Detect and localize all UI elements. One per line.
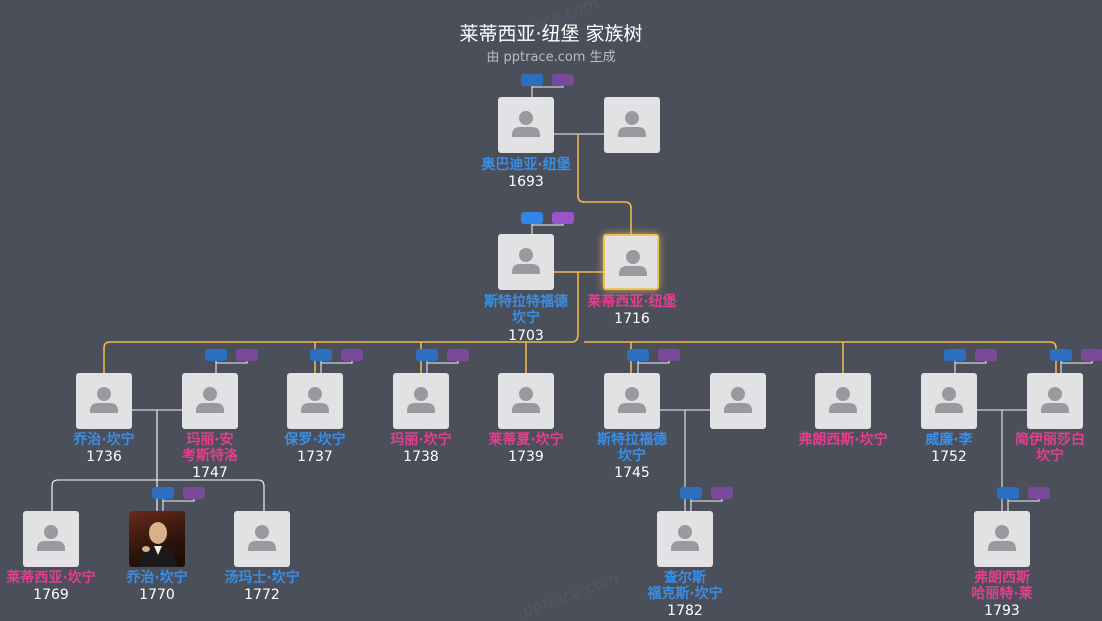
person-name: 奥巴迪亚·纽堡 <box>481 157 571 173</box>
person-silhouette-icon <box>90 387 118 413</box>
person-card-spouse[interactable] <box>710 373 766 429</box>
parents-mother-pill[interactable] <box>658 349 680 361</box>
person-year: 1772 <box>244 587 280 603</box>
person-name: 莱蒂西亚·纽堡 <box>587 294 677 310</box>
parents-father-pill[interactable] <box>310 349 332 361</box>
person-silhouette-icon <box>512 111 540 137</box>
person-year: 1737 <box>297 449 333 465</box>
person-silhouette-icon <box>671 525 699 551</box>
parents-father-pill[interactable] <box>416 349 438 361</box>
portrait-photo <box>139 522 177 567</box>
person-name: 弗朗西斯·坎宁 <box>798 432 888 448</box>
parents-father-pill[interactable] <box>680 487 702 499</box>
person-silhouette-icon <box>512 248 540 274</box>
parents-father-pill[interactable] <box>1050 349 1072 361</box>
person-silhouette-icon <box>407 387 435 413</box>
person-year: 1738 <box>403 449 439 465</box>
person-year: 1703 <box>508 328 544 344</box>
person-silhouette-icon <box>1041 387 1069 413</box>
person-silhouette-icon <box>724 387 752 413</box>
parents-father-pill[interactable] <box>997 487 1019 499</box>
parents-father-pill[interactable] <box>521 212 543 224</box>
parents-father-pill[interactable] <box>152 487 174 499</box>
person-year: 1752 <box>931 449 967 465</box>
person-silhouette-icon <box>248 525 276 551</box>
parents-mother-pill[interactable] <box>552 212 574 224</box>
person-name: 莱蒂西亚·坎宁 <box>6 570 96 586</box>
person-name: 莱蒂夏·坎宁 <box>488 432 564 448</box>
person-name: 斯特拉特福德坎宁 <box>484 294 568 326</box>
person-name: 查尔斯福克斯·坎宁 <box>647 570 723 602</box>
person-year: 1736 <box>86 449 122 465</box>
parents-mother-pill[interactable] <box>1028 487 1050 499</box>
page-title: 莱蒂西亚·纽堡 家族树 <box>459 23 643 45</box>
person-silhouette-icon <box>618 111 646 137</box>
person-card-jane[interactable] <box>1027 373 1083 429</box>
person-card-letitia-1769[interactable] <box>23 511 79 567</box>
person-name: 乔治·坎宁 <box>126 570 188 586</box>
person-silhouette-icon <box>619 250 647 276</box>
person-card-mary-1738[interactable] <box>393 373 449 429</box>
person-silhouette-icon <box>196 387 224 413</box>
parents-father-pill[interactable] <box>205 349 227 361</box>
person-name: 威廉·李 <box>925 432 973 448</box>
person-name: 玛丽·坎宁 <box>390 432 452 448</box>
person-year: 1769 <box>33 587 69 603</box>
person-silhouette-icon <box>301 387 329 413</box>
parents-mother-pill[interactable] <box>552 74 574 86</box>
person-card-spouse[interactable] <box>604 97 660 153</box>
parents-mother-pill[interactable] <box>341 349 363 361</box>
person-year: 1739 <box>508 449 544 465</box>
person-card-mary-1747[interactable] <box>182 373 238 429</box>
person-year: 1793 <box>984 603 1020 619</box>
person-name: 玛丽·安考斯特洛 <box>182 432 238 464</box>
person-silhouette-icon <box>829 387 857 413</box>
parents-father-pill[interactable] <box>627 349 649 361</box>
parents-mother-pill[interactable] <box>711 487 733 499</box>
person-card-thomas[interactable] <box>234 511 290 567</box>
person-card-stratford[interactable] <box>498 234 554 290</box>
person-name: 保罗·坎宁 <box>284 432 346 448</box>
person-card-letitia-selected[interactable] <box>603 234 659 290</box>
parents-father-pill[interactable] <box>944 349 966 361</box>
parents-mother-pill[interactable] <box>975 349 997 361</box>
person-name: 简伊丽莎白坎宁 <box>1015 432 1085 464</box>
person-card-william[interactable] <box>921 373 977 429</box>
person-card-paul[interactable] <box>287 373 343 429</box>
person-card-frances[interactable] <box>974 511 1030 567</box>
parents-mother-pill[interactable] <box>183 487 205 499</box>
person-silhouette-icon <box>988 525 1016 551</box>
person-card-george-1736[interactable] <box>76 373 132 429</box>
parents-father-pill[interactable] <box>521 74 543 86</box>
person-card-obadiah[interactable] <box>498 97 554 153</box>
person-year: 1782 <box>667 603 703 619</box>
parents-mother-pill[interactable] <box>447 349 469 361</box>
page-subtitle: 由 pptrace.com 生成 <box>486 50 616 65</box>
person-year: 1745 <box>614 465 650 481</box>
parents-mother-pill[interactable] <box>236 349 258 361</box>
person-card-lettice[interactable] <box>498 373 554 429</box>
parents-mother-pill[interactable] <box>1081 349 1102 361</box>
person-year: 1693 <box>508 174 544 190</box>
person-name: 乔治·坎宁 <box>73 432 135 448</box>
person-name: 汤玛士·坎宁 <box>224 570 300 586</box>
person-card-george-1770[interactable] <box>129 511 185 567</box>
person-card-stratford-1745[interactable] <box>604 373 660 429</box>
person-name: 斯特拉福德坎宁 <box>597 432 667 464</box>
person-name: 弗朗西斯哈丽特·莱 <box>971 570 1033 602</box>
person-silhouette-icon <box>37 525 65 551</box>
person-year: 1716 <box>614 311 650 327</box>
person-year: 1770 <box>139 587 175 603</box>
person-year: 1747 <box>192 465 228 481</box>
person-card-francis[interactable] <box>815 373 871 429</box>
person-silhouette-icon <box>512 387 540 413</box>
person-silhouette-icon <box>618 387 646 413</box>
person-silhouette-icon <box>935 387 963 413</box>
person-card-charles[interactable] <box>657 511 713 567</box>
